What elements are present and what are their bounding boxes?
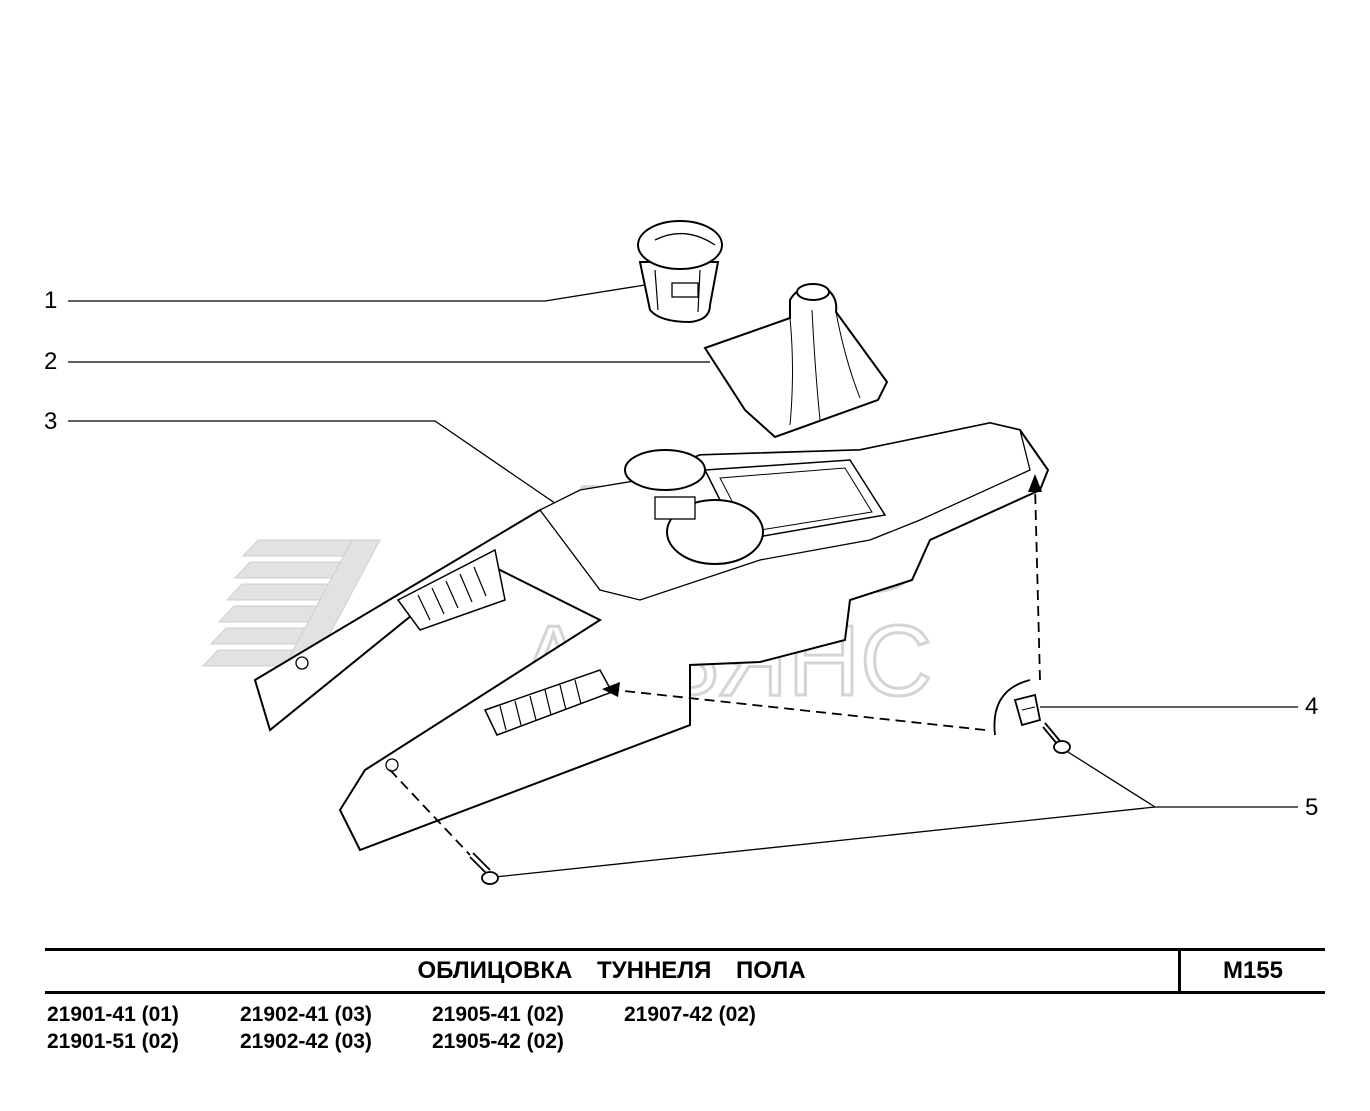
screw-left (469, 852, 499, 885)
leader-5b (494, 806, 1156, 878)
model-code: 21905-42 (02) (432, 1030, 564, 1053)
callout-5: 5 (1305, 794, 1319, 821)
callout-2: 2 (44, 348, 58, 375)
leader-lines (68, 284, 1298, 878)
model-code: 21901-51 (02) (47, 1030, 179, 1053)
model-code: 21902-41 (03) (240, 1003, 372, 1026)
parts-diagram: АВТО АЛЬЯНС (68, 220, 1298, 885)
arrow-heads (602, 474, 1042, 697)
model-code: 21905-41 (02) (432, 1003, 564, 1026)
diagram-title: ОБЛИЦОВКА ТУННЕЛЯ ПОЛА (417, 957, 806, 984)
screw-right (1042, 722, 1071, 754)
assembly-arrows (389, 484, 1041, 856)
part-gear-boot (703, 283, 889, 439)
model-code: 21901-41 (01) (47, 1003, 179, 1026)
part-screws (469, 722, 1071, 885)
part-clip (993, 679, 1042, 736)
callout-3: 3 (44, 408, 58, 435)
watermark-logo (201, 539, 381, 691)
leader-3 (68, 420, 566, 511)
leader-5a (1067, 751, 1298, 808)
title-separator (1178, 951, 1181, 991)
callout-4: 4 (1305, 693, 1319, 720)
callout-1: 1 (44, 287, 58, 314)
diagram-code: М155 (1222, 957, 1284, 984)
part-tunnel-console (253, 421, 1050, 852)
part-cup-holder (637, 220, 723, 324)
model-code: 21902-42 (03) (240, 1030, 372, 1053)
leader-1 (68, 284, 646, 302)
title-block: ОБЛИЦОВКА ТУННЕЛЯ ПОЛА М155 (45, 948, 1325, 994)
model-code: 21907-42 (02) (624, 1003, 756, 1026)
